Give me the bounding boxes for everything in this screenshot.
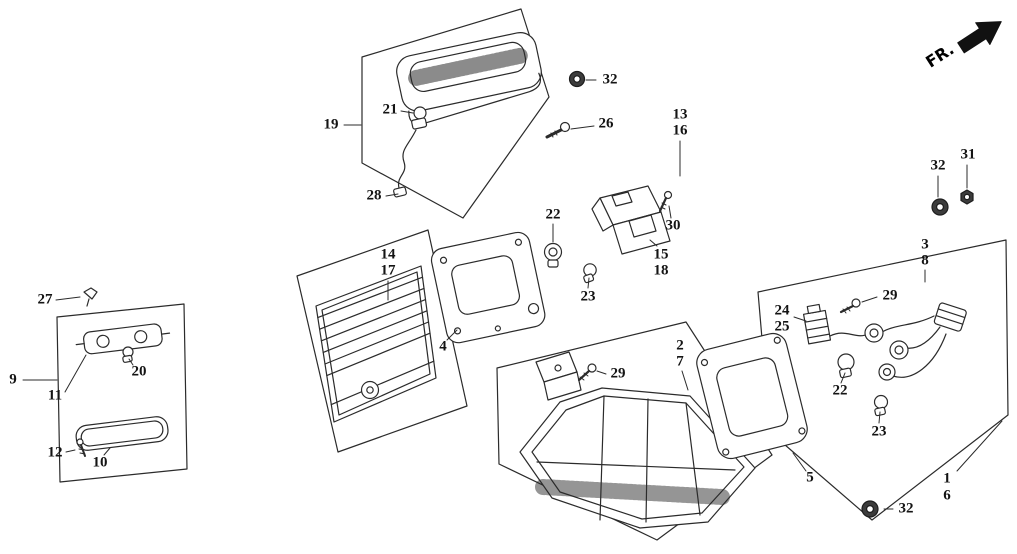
rear-center-garnish <box>315 265 437 423</box>
callout-6: 6 <box>943 487 951 504</box>
section-box-license <box>56 303 188 483</box>
callout-17: 17 <box>380 262 396 279</box>
callout-13: 13 <box>672 106 688 123</box>
callout-8: 8 <box>921 252 929 269</box>
screw-29-right <box>839 298 861 314</box>
callout-18: 18 <box>653 262 669 279</box>
fr-arrow-icon <box>957 21 1002 54</box>
callout-29: 29 <box>610 365 626 382</box>
callout-10: 10 <box>92 454 108 471</box>
grommet-32-top <box>568 70 586 88</box>
callout-1: 1 <box>943 470 951 487</box>
callout-30: 30 <box>665 217 681 234</box>
bolt-26 <box>545 121 571 139</box>
bulb-23-right <box>873 394 889 417</box>
section-box-garnish <box>296 229 468 453</box>
backing-gasket-4 <box>430 231 546 344</box>
callout-25: 25 <box>774 318 790 335</box>
wire-harness <box>829 302 967 381</box>
screw-30 <box>658 190 673 213</box>
nut-31 <box>960 189 974 205</box>
screw-29-center <box>577 363 597 382</box>
socket-holder-24-25 <box>802 303 832 345</box>
callout-22: 22 <box>545 206 561 223</box>
callout-23: 23 <box>580 288 596 305</box>
license-light-clip-27 <box>83 287 98 307</box>
grommet-32-bottom <box>861 500 879 518</box>
section-box-high-mount <box>361 8 550 219</box>
high-mount-stop-light <box>396 32 542 125</box>
callout-19: 19 <box>323 116 339 133</box>
callout-11: 11 <box>47 387 63 404</box>
callout-26: 26 <box>598 115 614 132</box>
callout-4: 4 <box>439 338 447 355</box>
taillight-lens-bracket <box>535 351 582 401</box>
callout-32: 32 <box>930 157 946 174</box>
callout-24: 24 <box>774 302 790 319</box>
callout-28: 28 <box>366 187 382 204</box>
callout-29: 29 <box>882 287 898 304</box>
callout-5: 5 <box>806 469 814 486</box>
taillight-gasket-5 <box>696 332 808 460</box>
callout-9: 9 <box>9 371 17 388</box>
taillight-lens <box>519 387 756 529</box>
license-screw-12 <box>76 438 86 457</box>
callout-32: 32 <box>898 500 914 517</box>
taillight-bracket <box>591 185 671 255</box>
bulb-23-left <box>583 263 597 284</box>
callout-3: 3 <box>921 236 929 253</box>
callout-32: 32 <box>602 71 618 88</box>
callout-2: 2 <box>676 337 684 354</box>
license-bulb-20 <box>122 346 134 363</box>
grommet-32-right <box>931 198 949 216</box>
callout-31: 31 <box>960 146 976 163</box>
bulb-22-right <box>837 353 855 379</box>
callout-14: 14 <box>380 246 396 263</box>
callout-27: 27 <box>37 291 53 308</box>
callout-15: 15 <box>653 246 669 263</box>
callout-21: 21 <box>382 101 398 118</box>
stop-light-bulb-socket <box>393 106 428 198</box>
license-light-housing-11 <box>75 323 171 355</box>
callout-23: 23 <box>871 423 887 440</box>
license-light-lens-10 <box>75 416 169 451</box>
callout-7: 7 <box>676 353 684 370</box>
bulb-socket-22-left <box>543 242 563 268</box>
leader-lines <box>22 79 1003 510</box>
callout-16: 16 <box>672 122 688 139</box>
callout-12: 12 <box>47 444 63 461</box>
callout-20: 20 <box>131 363 147 380</box>
callout-22: 22 <box>832 382 848 399</box>
